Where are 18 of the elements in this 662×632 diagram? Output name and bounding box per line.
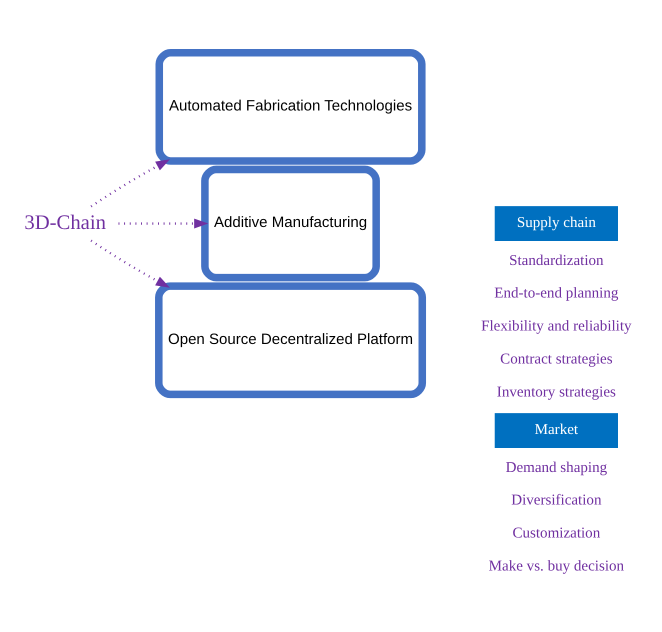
node-box: Supply chain (494, 206, 618, 241)
arrow (90, 240, 170, 288)
node-text: 3D-Chain (24, 212, 106, 234)
label: Make vs. buy decision (488, 558, 624, 575)
label: End-to-end planning (494, 286, 618, 302)
arrow (90, 159, 170, 208)
label: Standardization (509, 252, 604, 269)
label: Inventory strategies (496, 384, 616, 400)
label: Flexibility and reliability (481, 318, 632, 335)
node-box: Additive Manufacturing (201, 166, 380, 282)
label: Contract strategies (500, 352, 613, 368)
label: Customization (512, 526, 600, 542)
arrow (118, 218, 208, 228)
node-box: Open Source Decentralized Platform (155, 282, 426, 398)
node-box: Automated Fabrication Technologies (156, 49, 426, 165)
node-box: Market (494, 413, 618, 448)
label: Demand shaping (506, 460, 608, 476)
label: Diversification (511, 492, 602, 509)
